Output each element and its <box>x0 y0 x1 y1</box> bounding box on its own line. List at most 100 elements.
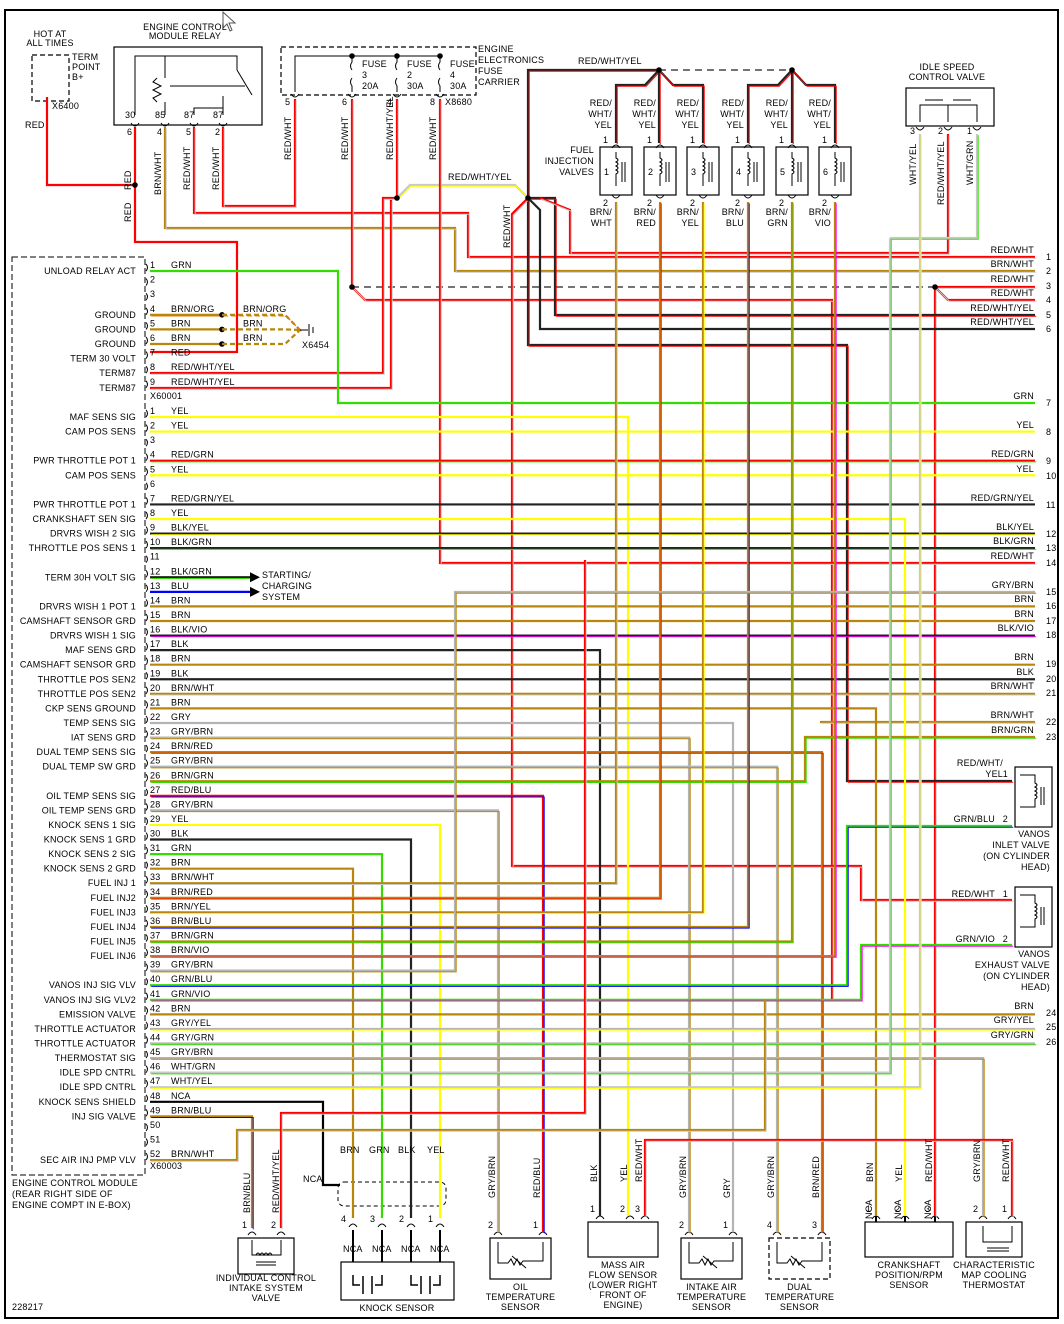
wire-label: RED/WHT <box>502 204 512 248</box>
harness-wire-label: BRN <box>1014 594 1034 604</box>
injector-number: 2 <box>648 167 653 177</box>
hot-at-all-times-label: ALL TIMES <box>26 38 73 48</box>
injector-coil-icon <box>658 152 670 186</box>
pin-signal-label: FUEL INJ2 <box>91 893 136 903</box>
pin-number: 46 <box>150 1062 160 1072</box>
nca-label: NCA <box>923 1199 933 1219</box>
wire <box>150 415 630 1216</box>
pin-signal-label: KNOCK SENS 2 SIG <box>48 849 136 859</box>
relay-terminal-label: 30 <box>125 110 135 120</box>
maf-sensor-label: (LOWER RIGHT <box>589 1280 658 1290</box>
oil-sensor-label: SENSOR <box>501 1302 541 1312</box>
injector-wire-label: VIO <box>815 218 831 228</box>
harness-number: 22 <box>1046 717 1056 727</box>
wire-label: BLK <box>589 1164 599 1182</box>
wire-label: BRN <box>340 1145 360 1155</box>
relay-wire-label: BRN/WHT <box>153 151 163 195</box>
pin-number: 1 <box>533 1220 538 1230</box>
iat-sensor-label: TEMPERATURE <box>677 1292 747 1302</box>
wire-label: RED/WHT/YEL <box>448 172 512 182</box>
pin-number: 3 <box>150 289 155 299</box>
pin-wire-label: BLK <box>171 829 189 839</box>
injector-wire-label: BRN/ <box>590 207 613 217</box>
connector-terminal-icon <box>943 126 953 131</box>
pin-bracket <box>145 1007 148 1015</box>
harness-wire-label: BRN/WHT <box>991 259 1035 269</box>
injector-coil-icon <box>746 152 758 186</box>
pin-wire-label: YEL <box>171 406 189 416</box>
pin-number: 1 <box>1003 889 1008 899</box>
relay-terminal-label: 85 <box>155 110 165 120</box>
pin-number: 9 <box>150 377 155 387</box>
pin-number: 43 <box>150 1018 160 1028</box>
relay-wire-label: RED/WHT <box>182 146 192 190</box>
injector-wire-label: BRN/ <box>809 207 832 217</box>
crank-sensor-label: CRANKSHAFT <box>877 1260 940 1270</box>
harness-number: 25 <box>1046 1022 1056 1032</box>
connector-terminal-icon <box>377 1223 387 1228</box>
pin-wire-label: BRN <box>171 318 191 328</box>
pin-bracket <box>145 351 148 359</box>
pin-bracket <box>145 744 148 753</box>
pin-wire-label: BRN <box>171 697 191 707</box>
wire <box>45 97 135 187</box>
thermistor-icon <box>776 1242 823 1269</box>
pin-bracket <box>145 336 148 345</box>
pin-signal-label: OIL TEMP SENS GRD <box>42 805 137 815</box>
fuel-injection-valves-label: INJECTION <box>545 156 594 166</box>
pin-signal-label: OIL TEMP SENS SIG <box>46 791 136 801</box>
pin-signal-label: THROTTLE ACTUATOR <box>34 1039 136 1049</box>
harness-number: 15 <box>1046 587 1056 597</box>
wire-label: GRN/VIO <box>956 934 995 944</box>
splice-dot <box>525 195 531 201</box>
pin-number: 26 <box>150 770 160 780</box>
pin-bracket <box>145 1094 148 1103</box>
pin-wire-label: GRY/BRN <box>171 1047 213 1057</box>
pin-signal-label: EMISSION VALVE <box>59 1009 136 1019</box>
harness-wire-label: GRY/BRN <box>992 580 1034 590</box>
wire-label: RED/BLU <box>532 1158 542 1198</box>
pin-wire-label: GRY/YEL <box>171 1018 211 1028</box>
wire-label: GRN/BLU <box>954 814 995 824</box>
starting-charging-label: SYSTEM <box>262 592 300 602</box>
heater-icon <box>982 1226 1013 1252</box>
engine-control-module-label: (REAR RIGHT SIDE OF <box>12 1189 113 1199</box>
harness-wire-label: BRN/GRN <box>991 725 1034 735</box>
pin-number: 21 <box>150 697 160 707</box>
harness-wire-label: BLK <box>1016 667 1034 677</box>
wire <box>395 99 399 200</box>
pin-number: 30 <box>150 829 160 839</box>
wire <box>150 867 355 1218</box>
injector-wire-label: BRN/ <box>677 207 700 217</box>
wire <box>150 532 1037 536</box>
pin-wire-label: NCA <box>171 1091 191 1101</box>
wire-label: RED <box>25 120 45 130</box>
pin-bracket <box>145 948 148 957</box>
connector-terminal-icon <box>698 144 708 149</box>
injector-pin-number: 1 <box>603 135 608 145</box>
fuse-carrier-label: ELECTRONICS <box>478 55 544 65</box>
connector-id-x60001: X60001 <box>150 391 182 401</box>
injector-wire-label: RED/ <box>766 98 789 108</box>
wire <box>643 1138 1014 1218</box>
harness-wire-label: RED/WHT <box>991 551 1035 561</box>
pin-bracket <box>145 1021 148 1030</box>
pin-signal-label: VANOS INJ SIG VLV2 <box>44 995 136 1005</box>
injector-wire-label: WHT/ <box>588 109 612 119</box>
connector-terminal-icon <box>348 1223 358 1228</box>
pin-signal-label: TERM 30H VOLT SIG <box>45 572 136 582</box>
injector-wire-label: YEL <box>770 120 788 130</box>
wire <box>791 69 837 145</box>
knock-sensor-box <box>340 1261 455 1301</box>
nca-label: NCA <box>430 1244 450 1254</box>
connector-terminal-icon <box>538 1231 548 1236</box>
pin-bracket <box>145 890 148 899</box>
engine-control-module-box <box>11 256 146 1176</box>
pin-number: 2 <box>271 1220 276 1230</box>
pin-bracket <box>145 1050 148 1059</box>
pin-wire-label: BRN/ORG <box>171 304 214 314</box>
fuse-label: FUSE <box>407 59 432 69</box>
pin-signal-label: SEC AIR INJ PMP VLV <box>40 1155 136 1165</box>
pin-signal-label: IDLE SPD CNTRL <box>60 1068 136 1078</box>
